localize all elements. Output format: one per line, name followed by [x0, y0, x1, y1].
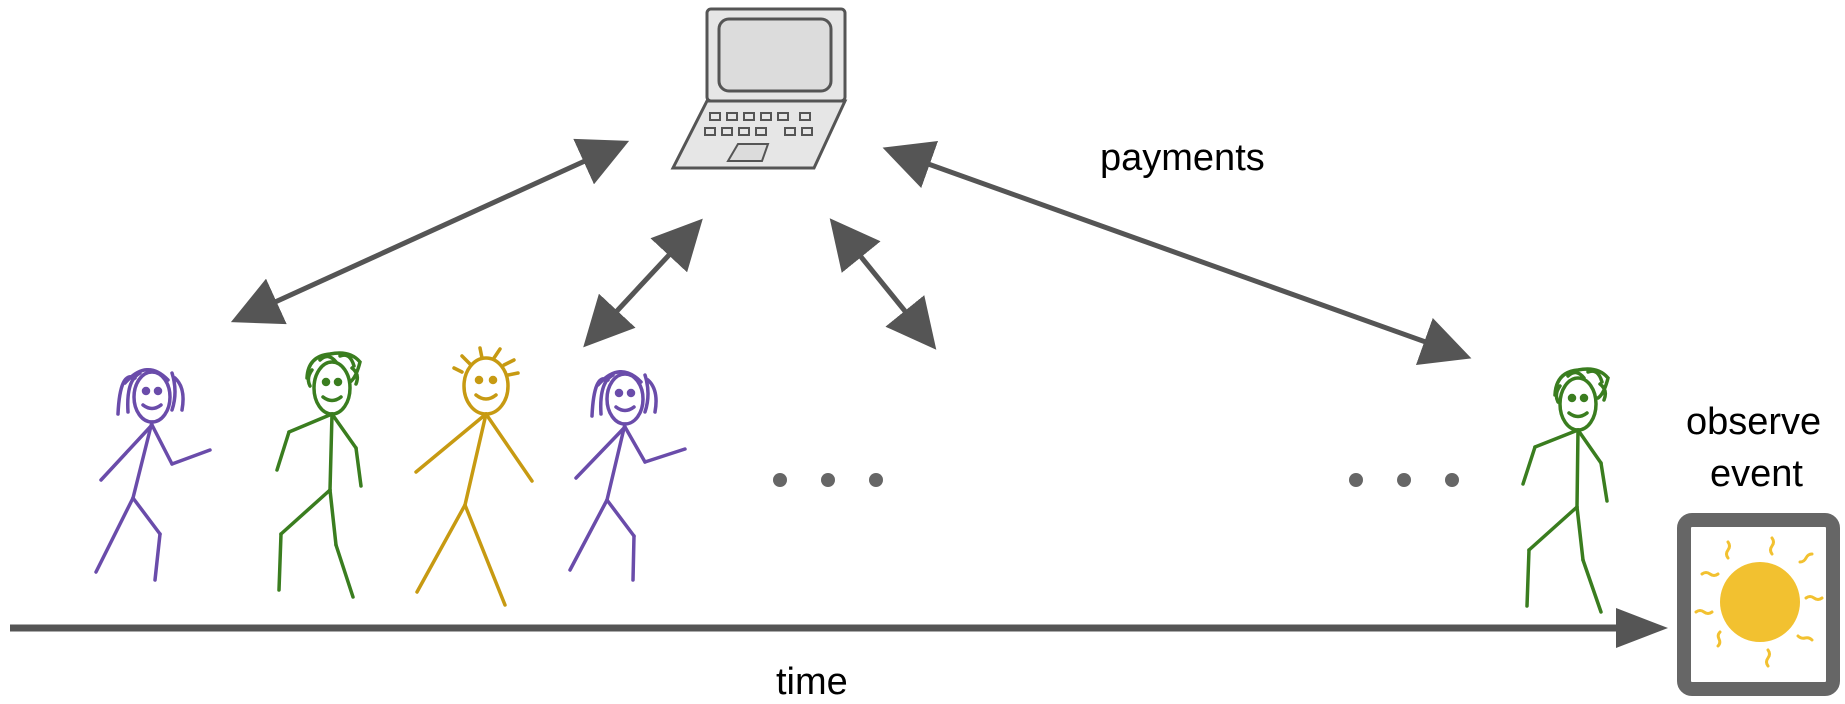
laptop-icon — [670, 7, 848, 170]
payment-arrows — [230, 138, 1472, 366]
person-3 — [414, 346, 534, 607]
observe-label: observe — [1686, 401, 1822, 443]
event-frame — [1677, 513, 1840, 696]
ellipsis-icon — [1349, 473, 1459, 487]
person-5 — [1521, 367, 1610, 614]
person-2 — [275, 351, 363, 599]
arrow-laptop-person-1 — [230, 138, 630, 325]
arrow-laptop-person-4 — [583, 218, 703, 348]
sun-icon — [1694, 536, 1824, 668]
arrow-laptop-middle — [829, 218, 937, 350]
ellipsis-icon — [773, 473, 883, 487]
person-4 — [568, 370, 687, 582]
payments-label: payments — [1100, 137, 1265, 179]
time-label: time — [776, 661, 848, 703]
time-axis — [10, 608, 1668, 648]
arrow-laptop-person-5 — [882, 140, 1472, 366]
event-label: event — [1710, 453, 1803, 495]
person-1 — [94, 368, 212, 582]
